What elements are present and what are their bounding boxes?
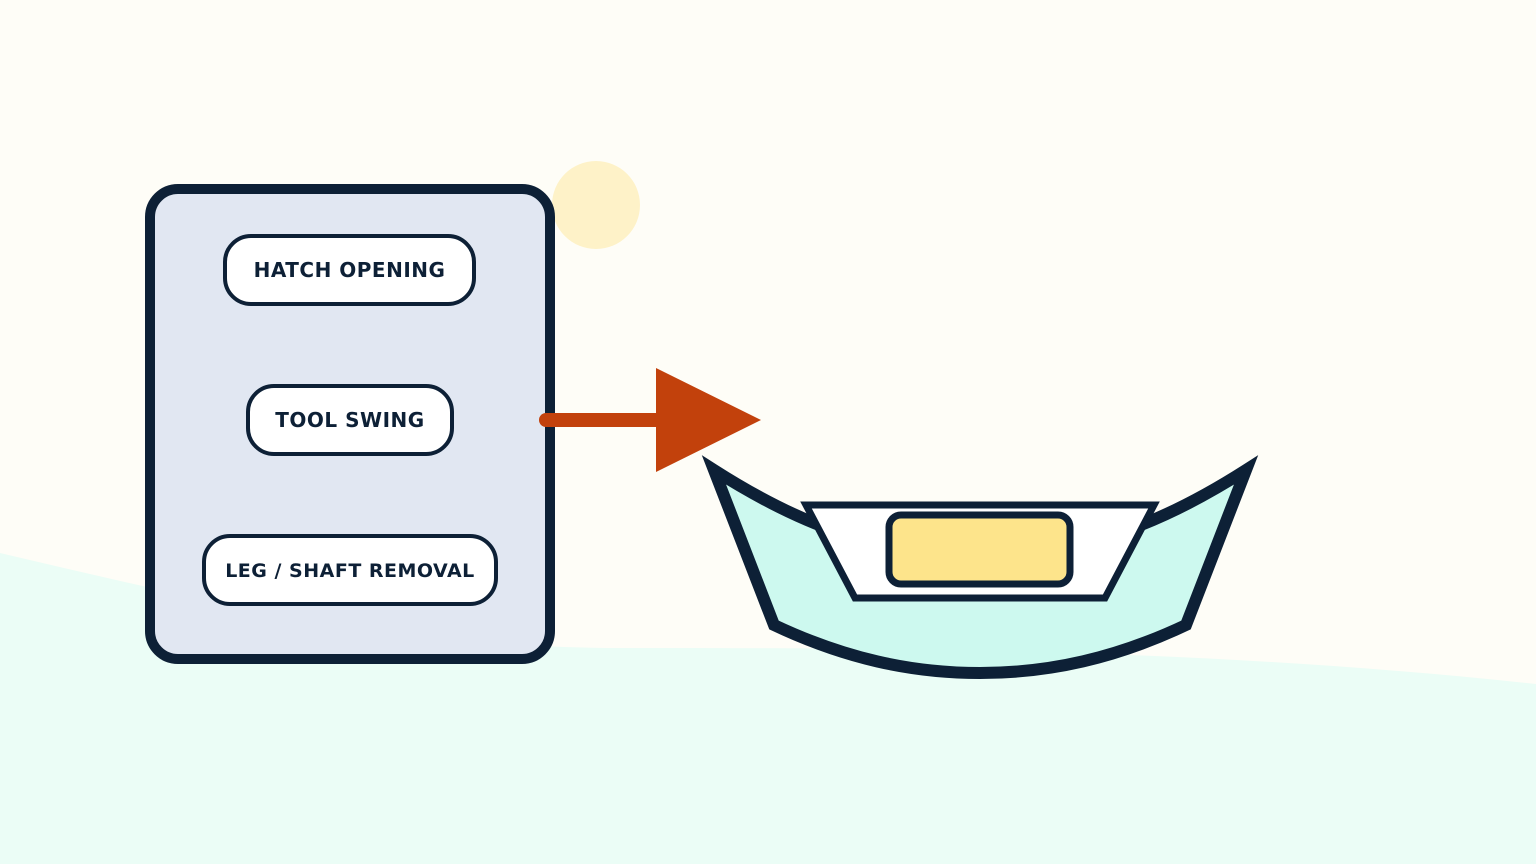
ground-wave xyxy=(0,553,1536,864)
checklist-item-hatch-opening: HATCH OPENING xyxy=(223,234,476,306)
checklist-item-leg-shaft-removal: LEG / SHAFT REMOVAL xyxy=(202,534,498,606)
arrow-right-icon xyxy=(539,368,761,472)
checklist-pill xyxy=(223,234,476,306)
hatch-icon xyxy=(885,511,1074,588)
checklist-item-label: TOOL SWING xyxy=(275,408,424,432)
checklist-item-tool-swing: TOOL SWING xyxy=(246,384,454,456)
checklist-pill xyxy=(202,534,498,606)
checklist-panel: HATCH OPENING TOOL SWING LEG / SHAFT REM… xyxy=(145,184,555,664)
checklist-pill xyxy=(246,384,454,456)
arrow-head xyxy=(656,368,761,472)
checklist-item-label: HATCH OPENING xyxy=(254,258,446,282)
sun-icon xyxy=(552,161,640,249)
boat-icon xyxy=(701,455,1259,680)
checklist-item-label: LEG / SHAFT REMOVAL xyxy=(225,560,475,582)
